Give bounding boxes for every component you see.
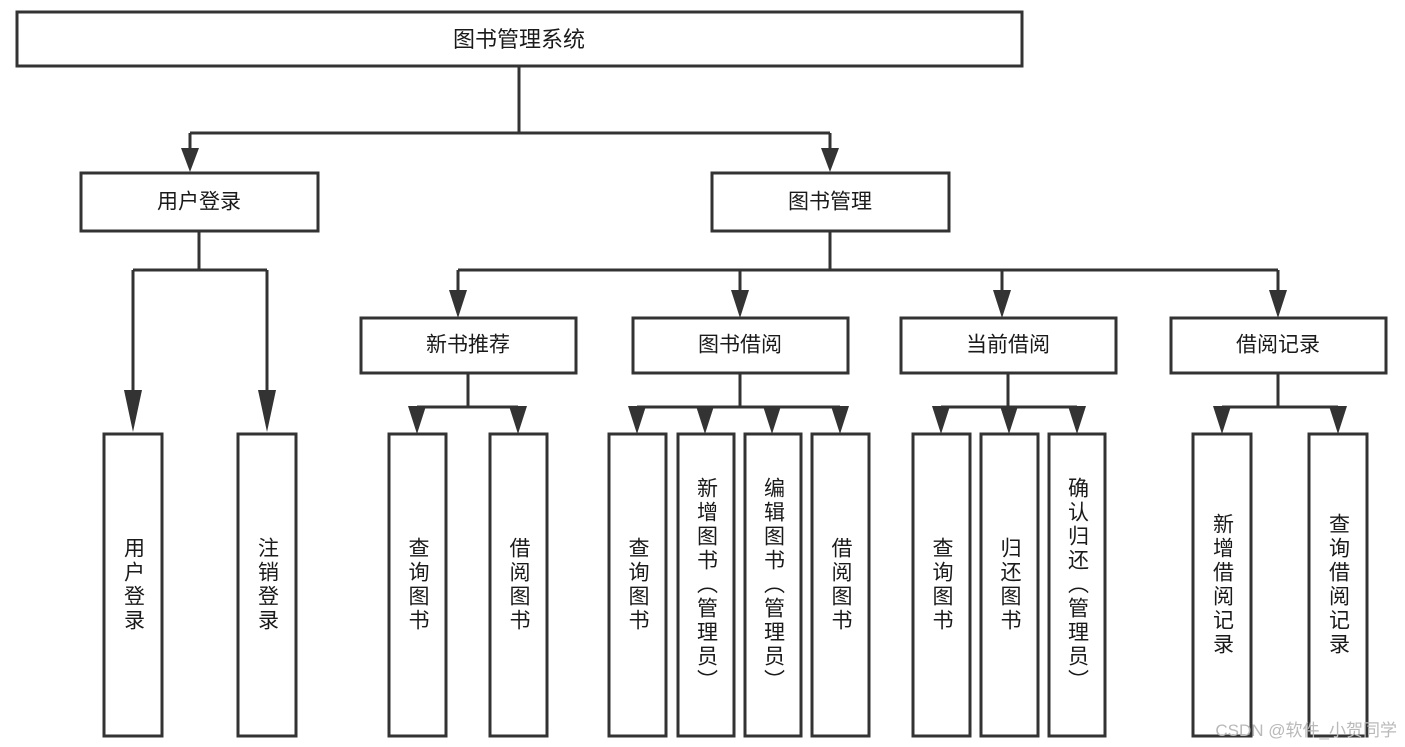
node-leaf10-box[interactable] (979, 432, 1040, 738)
node-leaf2-box[interactable] (236, 432, 298, 738)
node-bookmgmt[interactable]: 图书管理 (710, 171, 951, 233)
node-leaf9-box[interactable] (911, 432, 972, 738)
node-root[interactable]: 图书管理系统 (15, 10, 1024, 68)
node-newbook-box[interactable] (359, 316, 578, 375)
node-root-label: 图书管理系统 (453, 27, 585, 52)
node-bookmgmt-label: 图书管理 (788, 191, 872, 214)
node-login[interactable]: 用户登录 (79, 171, 320, 233)
arrowhead-leaf11 (1068, 406, 1086, 434)
node-leaf5-box[interactable] (607, 432, 668, 738)
leaf-boxes (102, 432, 1369, 738)
arrowhead-leaf9 (932, 406, 950, 434)
node-leaf12-box[interactable] (1191, 432, 1253, 738)
connectors (124, 66, 1347, 434)
node-leaf4-box[interactable] (488, 432, 549, 738)
arrowhead-leaf1 (124, 390, 142, 432)
arrowhead-leaf13 (1329, 406, 1347, 434)
node-leaf7-box[interactable] (743, 432, 803, 738)
node-leaf1-box[interactable] (102, 432, 164, 738)
watermark-text: CSDN @软件_小贺同学 (1215, 721, 1397, 740)
arrowhead-newbook (449, 290, 467, 318)
arrowhead-current (993, 290, 1011, 318)
node-login-box[interactable] (79, 171, 320, 233)
node-records-box[interactable] (1169, 316, 1388, 375)
arrowhead-leaf10 (1000, 406, 1018, 434)
arrowhead-leaf12 (1213, 406, 1231, 434)
arrowhead-bookmgmt (821, 148, 839, 172)
arrowhead-leaf6 (696, 406, 714, 434)
arrowhead-leaf4 (509, 406, 527, 434)
arrowhead-leaf3 (408, 406, 426, 434)
node-current-label: 当前借阅 (966, 334, 1050, 357)
node-records-label: 借阅记录 (1236, 334, 1320, 357)
node-root-box[interactable] (15, 10, 1024, 68)
arrowhead-login (181, 148, 199, 172)
node-leaf8-box[interactable] (810, 432, 871, 738)
arrowhead-leaf7 (763, 406, 781, 434)
node-current-box[interactable] (899, 316, 1118, 375)
node-leaf3-box[interactable] (387, 432, 448, 738)
node-bookmgmt-box[interactable] (710, 171, 951, 233)
node-borrow[interactable]: 图书借阅 (631, 316, 850, 375)
arrowhead-records (1269, 290, 1287, 318)
node-leaf13-box[interactable] (1307, 432, 1369, 738)
arrowhead-leaf8 (831, 406, 849, 434)
node-leaf6-box[interactable] (676, 432, 736, 738)
arrowhead-leaf5 (628, 406, 646, 434)
node-records[interactable]: 借阅记录 (1169, 316, 1388, 375)
arrowhead-leaf2 (258, 390, 276, 432)
node-newbook[interactable]: 新书推荐 (359, 316, 578, 375)
arrowhead-borrow (731, 290, 749, 318)
node-current[interactable]: 当前借阅 (899, 316, 1118, 375)
node-leaf11-box[interactable] (1047, 432, 1107, 738)
node-borrow-box[interactable] (631, 316, 850, 375)
node-newbook-label: 新书推荐 (426, 334, 510, 357)
node-borrow-label: 图书借阅 (698, 334, 782, 357)
node-login-label: 用户登录 (157, 191, 241, 214)
